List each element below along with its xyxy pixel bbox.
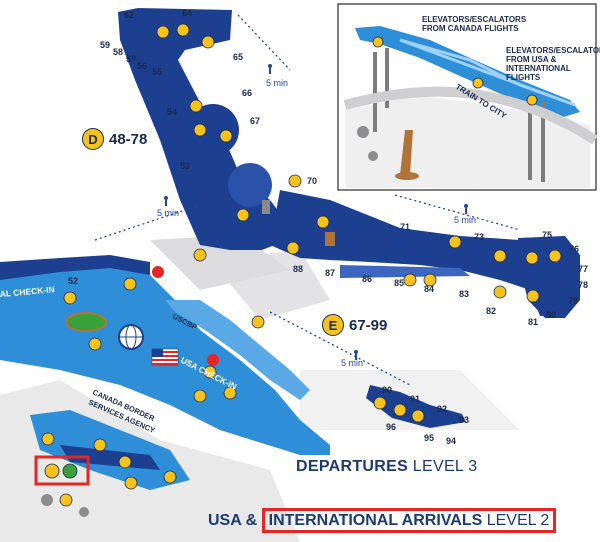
gate-58: 58 (113, 47, 123, 57)
inset-usa-elevators-1: ELEVATORS/ESCALATORS (506, 46, 600, 55)
arrivals-level-label: USA & INTERNATIONAL ARRIVALS LEVEL 2 (208, 508, 557, 533)
inset-usa-elevators-3: INTERNATIONAL (506, 64, 571, 73)
concourse-d-range: 48-78 (109, 130, 148, 148)
departures-level: LEVEL 3 (412, 458, 478, 475)
gate-labels: 62 64 59 58 57 56 55 65 54 66 53 67 70 5… (68, 8, 588, 446)
gate-93: 93 (459, 415, 469, 425)
gate-59: 59 (100, 40, 110, 50)
gate-87: 87 (325, 268, 335, 278)
gate-88: 88 (293, 264, 303, 274)
gate-81: 81 (528, 317, 538, 327)
gate-75: 75 (542, 230, 552, 240)
gate-95: 95 (424, 433, 434, 443)
gate-53: 53 (180, 161, 190, 171)
usa-flag-icon (151, 348, 179, 366)
intl-checkin-label: AL CHECK-IN (0, 284, 55, 299)
gate-76: 76 (569, 244, 579, 254)
canada-canoe-icon (65, 312, 107, 332)
concourse-d-letter: D (82, 128, 104, 150)
arrivals-highlighted: INTERNATIONAL ARRIVALS LEVEL 2 (261, 508, 557, 533)
inset-canada-elevators-1: ELEVATORS/ESCALATORS (422, 15, 527, 24)
gate-71: 71 (400, 222, 410, 232)
gate-94: 94 (446, 436, 456, 446)
arrivals-title: INTERNATIONAL ARRIVALS (268, 512, 483, 529)
gate-56: 56 (137, 61, 147, 71)
gate-52: 52 (68, 276, 78, 286)
gate-65: 65 (233, 52, 243, 62)
concourse-e-letter: E (322, 314, 344, 336)
walk-time-d-north: 5 min (266, 78, 288, 88)
globe-icon (118, 324, 144, 350)
red-markers (152, 266, 219, 366)
inset-canada-elevators-2: FROM CANADA FLIGHTS (422, 24, 519, 33)
arrivals-level-strip (30, 410, 190, 490)
gate-91: 91 (410, 394, 420, 404)
gate-92: 92 (437, 404, 447, 414)
gate-84: 84 (424, 284, 434, 294)
gate-82: 82 (486, 306, 496, 316)
ground-transport-highlight (34, 455, 90, 486)
gate-85: 85 (394, 278, 404, 288)
walk-time-d-south: 5 min (157, 208, 179, 218)
concourse-e-spur (366, 385, 466, 428)
concourse-e-range: 67-99 (349, 316, 388, 334)
walk-time-e-north: 5 min (454, 215, 476, 225)
gate-54: 54 (167, 107, 177, 117)
inset-usa-elevators-2: FROM USA & (506, 55, 557, 64)
arrivals-level: LEVEL 2 (486, 512, 550, 529)
gate-73: 73 (474, 232, 484, 242)
gate-86: 86 (362, 274, 372, 284)
inset-usa-elevators-4: FLIGHTS (506, 73, 541, 82)
gate-67: 67 (250, 116, 260, 126)
amenity-markers (41, 23, 562, 507)
gate-64: 64 (182, 8, 192, 18)
gate-78: 78 (578, 280, 588, 290)
gate-90: 90 (382, 385, 392, 395)
departures-title: DEPARTURES (296, 458, 409, 475)
walk-time-labels: 5 min 5 min 5 min 5 min (157, 78, 476, 368)
gate-96: 96 (386, 422, 396, 432)
departures-level-label: DEPARTURES LEVEL 3 (296, 458, 477, 476)
concourse-e-badge: E 67-99 (322, 314, 387, 336)
gate-79: 79 (568, 296, 578, 306)
concourse-d-badge: D 48-78 (82, 128, 147, 150)
gate-62: 62 (124, 10, 134, 20)
sculpture-icon (262, 200, 335, 246)
walk-time-e-south: 5 min (341, 358, 363, 368)
gate-77: 77 (578, 264, 588, 274)
walk-lines (94, 14, 521, 386)
gate-70: 70 (307, 176, 317, 186)
inset-panel (337, 3, 598, 191)
concourse-d (118, 8, 315, 250)
arrivals-prefix: USA & (208, 512, 258, 529)
gate-66: 66 (242, 88, 252, 98)
gate-55: 55 (152, 67, 162, 77)
walker-icons (164, 64, 468, 360)
gate-57: 57 (126, 54, 136, 64)
service-markers (41, 126, 378, 517)
gate-83: 83 (459, 289, 469, 299)
gate-80: 80 (546, 310, 556, 320)
